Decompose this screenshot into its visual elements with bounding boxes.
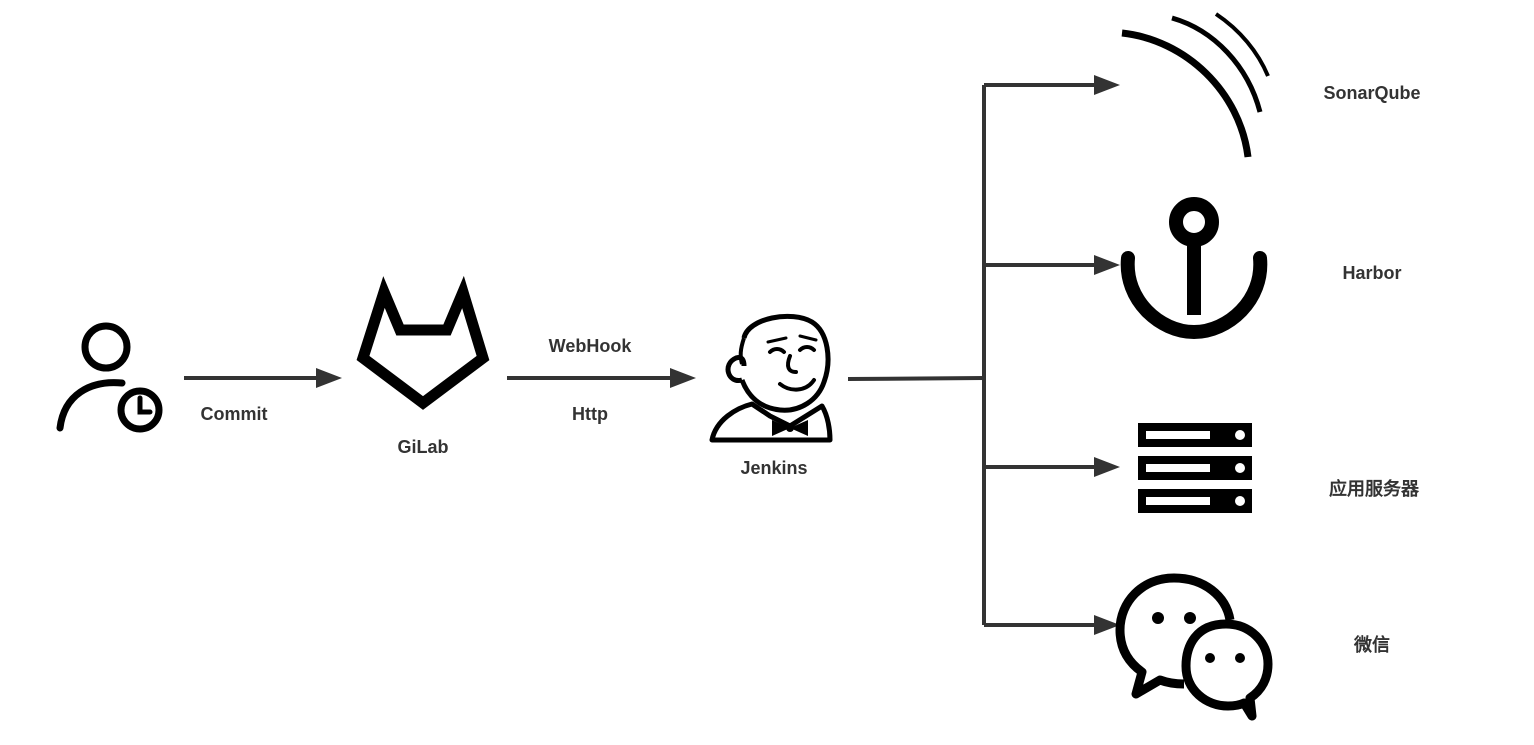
harbor-anchor-icon xyxy=(1120,197,1268,340)
app-server-label: 应用服务器 xyxy=(1329,478,1420,499)
wechat-label: 微信 xyxy=(1353,634,1390,655)
sonarqube-label: SonarQube xyxy=(1323,83,1420,103)
wechat-icon xyxy=(1115,573,1273,721)
edge-branches xyxy=(847,75,1120,635)
harbor-label: Harbor xyxy=(1342,263,1401,283)
edge-http-label: Http xyxy=(572,404,608,424)
jenkins-label: Jenkins xyxy=(740,458,807,478)
server-rack-icon xyxy=(1138,423,1252,513)
edge-commit xyxy=(184,368,342,388)
gitlab-label: GiLab xyxy=(397,437,448,457)
edge-webhook-label: WebHook xyxy=(549,336,633,356)
gitlab-icon xyxy=(356,275,490,410)
edge-commit-label: Commit xyxy=(201,404,268,424)
sonarqube-icon xyxy=(1121,12,1270,158)
jenkins-icon xyxy=(709,313,833,443)
developer-clock-icon xyxy=(56,322,163,433)
edge-webhook xyxy=(507,368,696,388)
